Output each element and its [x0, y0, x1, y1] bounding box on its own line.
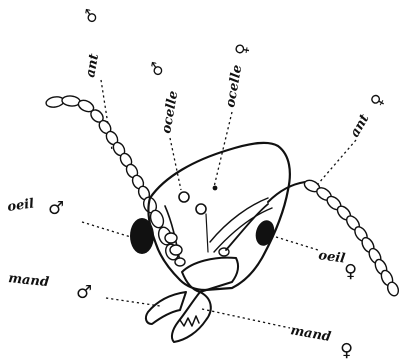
label-oeil-male: oeil ♂: [6, 196, 64, 219]
label-ant-male-text: ant: [83, 53, 102, 79]
female-symbol: ♀: [231, 42, 252, 57]
label-mand-female: mand ♀: [289, 323, 353, 361]
leader-ocelle-male: [170, 138, 181, 190]
label-oeil-female-text: oeil: [317, 248, 346, 267]
label-ocelle-male-text: ocelle: [159, 90, 181, 135]
female-symbol: ♀: [340, 340, 353, 361]
label-mand-female-text: mand: [289, 323, 332, 345]
label-ocelle-male: ocelle ♂: [146, 60, 181, 134]
label-ocelle-female-text: ocelle: [223, 64, 245, 109]
male-symbol: ♂: [48, 198, 64, 219]
label-ocelle-female: ocelle ♀: [223, 42, 252, 109]
head-capsule: [148, 143, 289, 290]
mouthparts: [146, 258, 238, 342]
leader-mand-male: [106, 298, 160, 306]
male-symbol: ♂: [76, 282, 92, 303]
ocellus-male: [179, 192, 189, 202]
female-symbol: ♀: [344, 261, 357, 282]
male-symbol: ♂: [80, 7, 101, 24]
label-ant-male: ant ♂: [80, 7, 102, 78]
antenna-male: [45, 95, 180, 261]
leader-oeil-female: [276, 237, 318, 250]
label-mand-male-text: mand: [8, 271, 50, 290]
label-oeil-female: oeil ♀: [317, 248, 357, 282]
leader-mand-female: [202, 309, 290, 328]
leader-ant-female: [318, 140, 356, 184]
female-symbol: ♀: [366, 90, 388, 110]
leader-oeil-male: [82, 222, 134, 238]
compound-eye-male: [130, 218, 154, 254]
male-symbol: ♂: [146, 60, 167, 77]
label-mand-male: mand ♂: [8, 271, 93, 303]
ocellus-median: [196, 204, 206, 214]
label-ant-female-text: ant: [347, 112, 372, 140]
ocellus-female: [213, 186, 218, 191]
label-ant-female: ant ♀: [347, 90, 388, 140]
label-oeil-male-text: oeil: [6, 196, 35, 215]
compound-eye-female: [253, 218, 277, 248]
